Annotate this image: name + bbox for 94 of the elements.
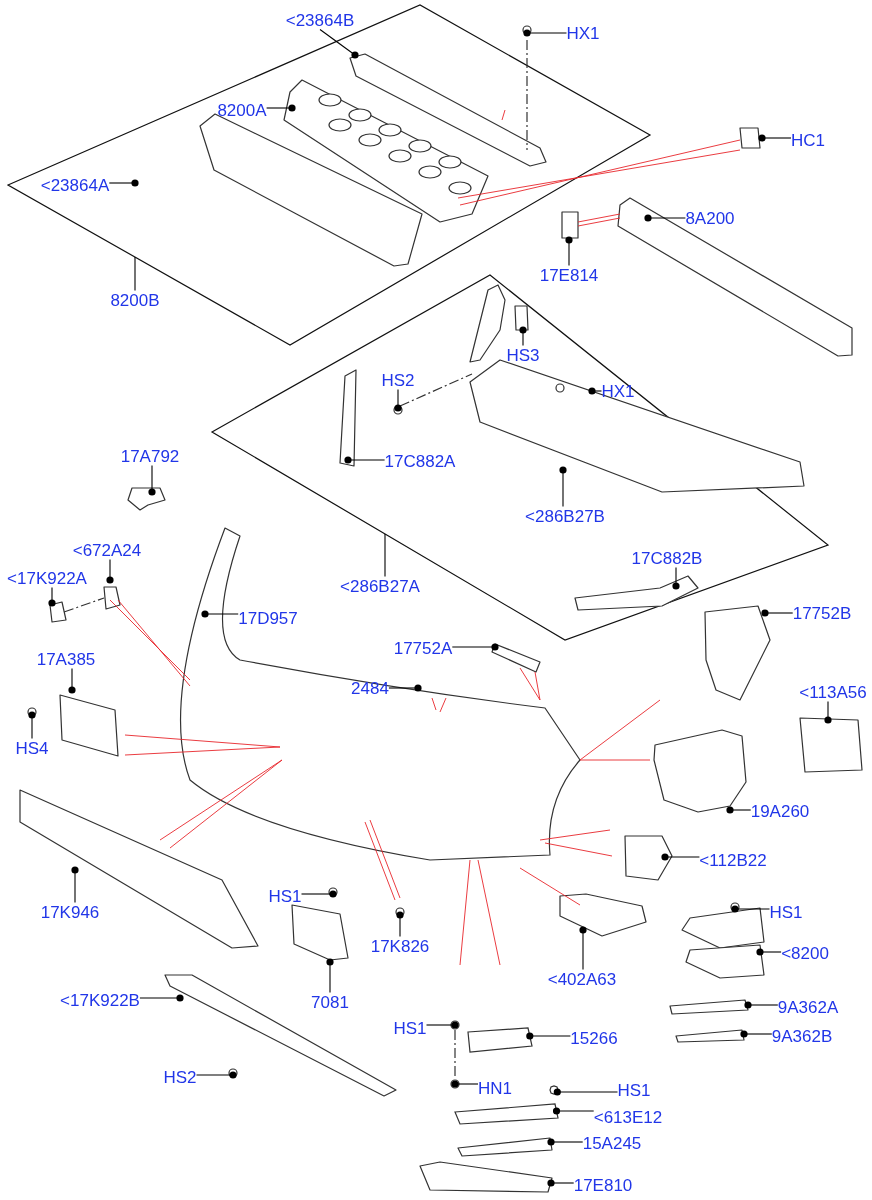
part-number: 17E810	[573, 1175, 633, 1195]
part-number: 8A200	[685, 208, 735, 228]
leader-line	[326, 958, 334, 994]
part-number: HS4	[15, 738, 49, 758]
leader-line	[266, 104, 296, 112]
leader-line	[824, 700, 832, 724]
leader-line	[519, 326, 527, 347]
leader-line	[106, 558, 114, 584]
part-number: HX1	[566, 23, 600, 43]
part-number: 9A362A	[777, 997, 839, 1017]
leader-line	[552, 1107, 595, 1115]
part-number: HC1	[791, 130, 825, 150]
part-number: 9A362B	[771, 1026, 833, 1046]
part-number: 17K946	[40, 902, 100, 922]
part-number: <113A56	[799, 682, 867, 702]
part-number: 15266	[570, 1028, 618, 1048]
leader-line	[48, 586, 56, 607]
leader-line	[28, 711, 36, 740]
part-number: <112B22	[699, 850, 767, 870]
leader-line	[758, 134, 792, 142]
part-drawing	[468, 1028, 532, 1052]
leader-line	[547, 1179, 575, 1187]
part-number: 7081	[311, 992, 349, 1012]
leader-line	[526, 1032, 571, 1040]
part-number: 19A260	[750, 801, 810, 821]
leader-line	[300, 890, 337, 898]
leader-line	[661, 853, 700, 861]
part-drawing	[550, 1086, 558, 1094]
part-number: 8200B	[110, 290, 160, 310]
leader-line	[396, 911, 404, 938]
leader-line	[756, 948, 782, 956]
part-number: <17K922B	[60, 990, 140, 1010]
leader-line	[740, 1030, 773, 1038]
leader-line	[731, 905, 771, 913]
leader-line	[384, 533, 386, 578]
part-number: 17D957	[238, 608, 298, 628]
group-frame	[8, 5, 650, 345]
part-number: 17C882B	[631, 548, 703, 568]
part-number: HX1	[601, 381, 635, 401]
leader-line	[565, 236, 573, 267]
part-number: HN1	[478, 1078, 512, 1098]
leader-line	[523, 29, 568, 37]
leader-line	[394, 388, 402, 412]
part-number: HS1	[769, 902, 803, 922]
leader-line	[201, 610, 239, 618]
part-number: <17K922A	[7, 568, 87, 588]
leader-line	[579, 926, 587, 971]
leader-line	[451, 1080, 479, 1088]
leader-line	[108, 179, 139, 187]
leader-line	[319, 28, 359, 59]
leader-line	[672, 566, 680, 590]
leader-line	[195, 1071, 237, 1079]
part-number: <8200	[781, 943, 829, 963]
part-number: HS2	[381, 370, 415, 390]
part-number: <23864B	[285, 10, 355, 30]
part-number: 2484	[351, 678, 389, 698]
leader-line	[148, 464, 156, 496]
part-number: HS3	[506, 345, 540, 365]
leader-line	[388, 684, 422, 692]
part-number: 17752A	[393, 638, 453, 658]
part-number: 17C882A	[384, 451, 456, 471]
part-number: 8200A	[217, 100, 267, 120]
leader-line	[68, 667, 76, 694]
leader-line	[644, 214, 686, 222]
part-number: HS1	[268, 886, 302, 906]
leader-line	[425, 1021, 459, 1029]
part-number: <286B27B	[525, 506, 605, 526]
leader-line	[559, 466, 567, 508]
leader-line	[744, 1001, 779, 1009]
leader-line	[344, 456, 386, 464]
leader-line	[547, 1138, 584, 1146]
part-number: <613E12	[593, 1107, 663, 1127]
leader-line	[71, 866, 79, 904]
leader-line	[553, 1088, 619, 1096]
part-drawing	[455, 1104, 558, 1124]
part-number: 15A245	[582, 1133, 642, 1153]
leader-line	[134, 256, 136, 292]
part-number: 17E814	[539, 265, 599, 285]
leader-line	[761, 609, 794, 617]
part-number: HS1	[393, 1018, 427, 1038]
part-number: <402A63	[547, 969, 617, 989]
part-number: 17A792	[120, 446, 180, 466]
part-number: HS2	[163, 1067, 197, 1087]
part-number: <286B27A	[340, 576, 420, 596]
part-number: 17752B	[792, 603, 852, 623]
leader-line	[726, 806, 752, 814]
part-number: 17K826	[370, 936, 430, 956]
part-number: 17A385	[36, 649, 96, 669]
leader-line	[451, 643, 499, 651]
leader-line	[588, 387, 603, 395]
leader-line	[139, 994, 184, 1002]
part-number: <23864A	[40, 175, 110, 195]
part-number: <672A24	[72, 540, 142, 560]
part-number: HS1	[617, 1080, 651, 1100]
